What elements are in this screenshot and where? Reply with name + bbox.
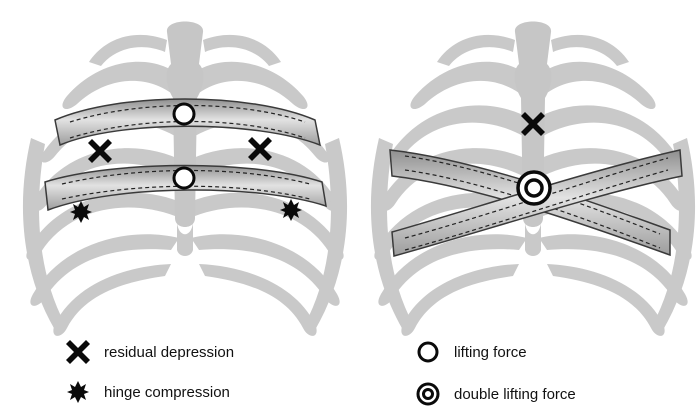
right-residual-cross [521, 112, 545, 136]
legend-label-hinge-compression: hinge compression [104, 383, 230, 401]
legend-double-lifting-force: double lifting force [414, 380, 576, 408]
double-ring-icon [416, 382, 440, 406]
x-cross-icon [66, 340, 90, 364]
legend-residual-depression: residual depression [64, 338, 234, 366]
left-upper-lifting-ring [172, 102, 196, 126]
left-lower-lifting-ring [172, 166, 196, 190]
legend-label-lifting-force: lifting force [454, 343, 527, 361]
left-residual-cross-1 [88, 139, 112, 163]
left-panel [22, 21, 348, 336]
right-panel [370, 21, 696, 336]
legend-lifting-force: lifting force [414, 338, 527, 366]
left-residual-cross-2 [248, 137, 272, 161]
legend-label-double-lifting-force: double lifting force [454, 385, 576, 403]
legend-label-residual-depression: residual depression [104, 343, 235, 361]
left-hinge-star-2 [280, 199, 302, 221]
left-hinge-star-1 [70, 201, 92, 223]
star-burst-icon [67, 381, 89, 403]
ring-icon [417, 341, 439, 363]
right-double-lifting-ring [516, 170, 552, 206]
legend-hinge-compression: hinge compression [64, 378, 230, 406]
